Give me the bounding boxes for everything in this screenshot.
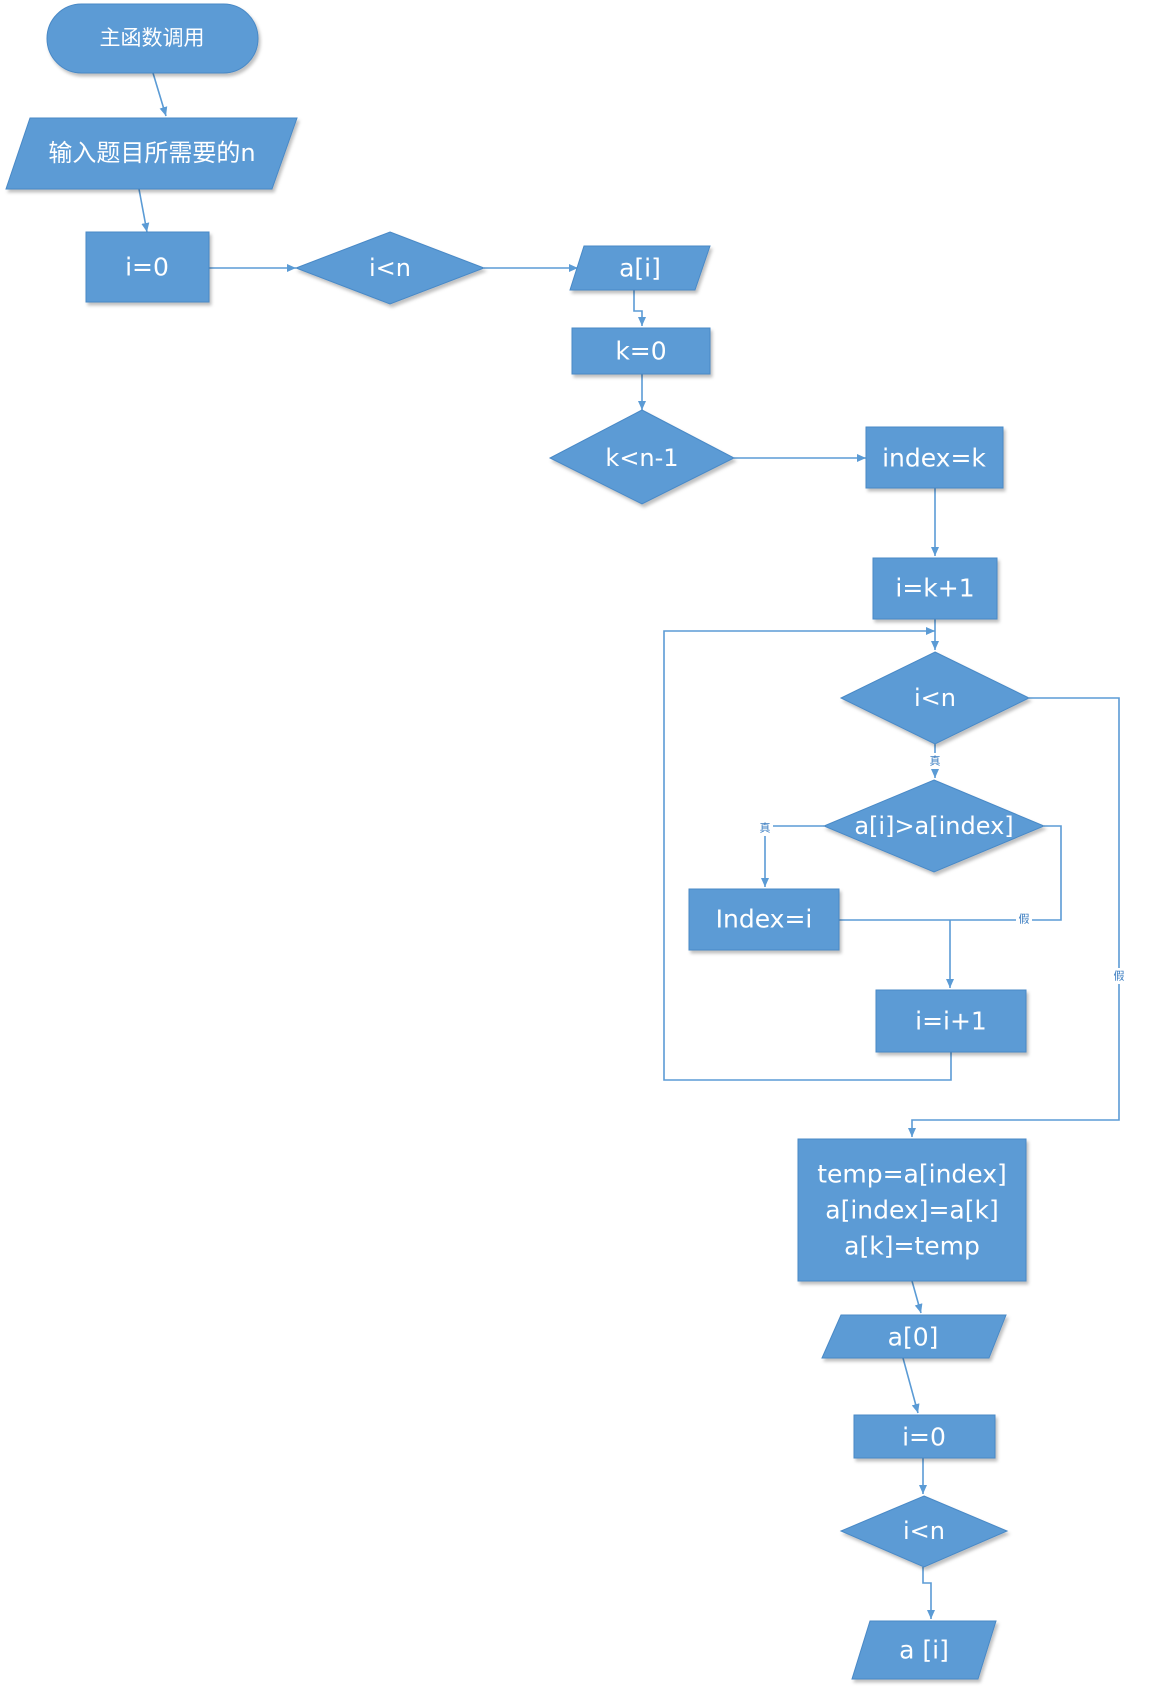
- edge-a0-i0: [902, 1357, 920, 1414]
- cond-k-node[interactable]: k<n-1: [548, 409, 736, 505]
- cond-i-lt-n-inner-label: i<n: [914, 684, 956, 712]
- edge-condi-false-swap: [908, 697, 1120, 1137]
- input-n-node[interactable]: 输入题目所需要的n: [5, 117, 298, 190]
- init-i-label: i=0: [125, 253, 169, 282]
- edges: [138, 72, 1120, 1619]
- i-k1-node[interactable]: i=k+1: [872, 557, 998, 620]
- edge-labels: 真 真 假 假: [757, 753, 1127, 984]
- nodes: 主函数调用 输入题目所需要的n i=0 i<n a[i] k=0: [5, 3, 1046, 1680]
- output-ai-node[interactable]: a [i]: [851, 1620, 997, 1680]
- edge-swap-a0: [911, 1280, 923, 1314]
- input-n-label: 输入题目所需要的n: [48, 139, 255, 167]
- inc-i-label: i=i+1: [915, 1007, 987, 1036]
- inc-i-node[interactable]: i=i+1: [875, 989, 1027, 1053]
- index-i-node[interactable]: Index=i: [688, 888, 840, 951]
- start-label: 主函数调用: [100, 26, 205, 50]
- swap-line-3: a[k]=temp: [844, 1232, 980, 1261]
- cond-i-lt-n-out-node[interactable]: i<n: [839, 1495, 1009, 1568]
- start-node[interactable]: 主函数调用: [46, 3, 259, 74]
- edge-loop-back: [663, 627, 952, 1081]
- cond-i-lt-n-label: i<n: [369, 254, 411, 282]
- index-i-label: Index=i: [716, 905, 813, 934]
- cond-i-lt-n-inner-node[interactable]: i<n: [839, 651, 1031, 745]
- index-k-label: index=k: [882, 444, 986, 473]
- edge-ai-k0: [633, 290, 646, 326]
- init-k-label: k=0: [615, 337, 666, 366]
- label-false-inner: 假: [1114, 969, 1125, 983]
- swap-node[interactable]: temp=a[index] a[index]=a[k] a[k]=temp: [797, 1138, 1027, 1282]
- label-false-compare: 假: [1019, 912, 1030, 926]
- index-k-node[interactable]: index=k: [865, 426, 1004, 489]
- reset-i-node[interactable]: i=0: [853, 1414, 996, 1459]
- compare-node[interactable]: a[i]>a[index]: [822, 779, 1046, 873]
- edge-condout-ai: [922, 1567, 935, 1619]
- output-a0-node[interactable]: a[0]: [821, 1314, 1007, 1359]
- compare-label: a[i]>a[index]: [854, 812, 1013, 840]
- edge-input-i0: [138, 188, 150, 233]
- edge-start-input: [152, 72, 168, 117]
- output-a0-label: a[0]: [888, 1323, 939, 1352]
- reset-i-label: i=0: [902, 1423, 946, 1452]
- label-true-inner: 真: [930, 754, 941, 768]
- init-i-node[interactable]: i=0: [85, 231, 210, 303]
- input-ai-node[interactable]: a[i]: [569, 245, 711, 291]
- cond-k-label: k<n-1: [605, 444, 678, 472]
- i-k1-label: i=k+1: [895, 574, 974, 603]
- edge-compare-true-index: [761, 825, 824, 887]
- cond-i-lt-n-out-label: i<n: [903, 1517, 945, 1545]
- edge-compare-false: [950, 825, 1062, 921]
- input-ai-label: a[i]: [619, 254, 661, 283]
- cond-i-lt-n-node[interactable]: i<n: [294, 231, 486, 305]
- swap-line-2: a[index]=a[k]: [825, 1196, 998, 1225]
- output-ai-label: a [i]: [899, 1636, 949, 1665]
- label-true-compare: 真: [760, 821, 771, 835]
- init-k-node[interactable]: k=0: [571, 327, 711, 375]
- swap-line-1: temp=a[index]: [817, 1160, 1007, 1189]
